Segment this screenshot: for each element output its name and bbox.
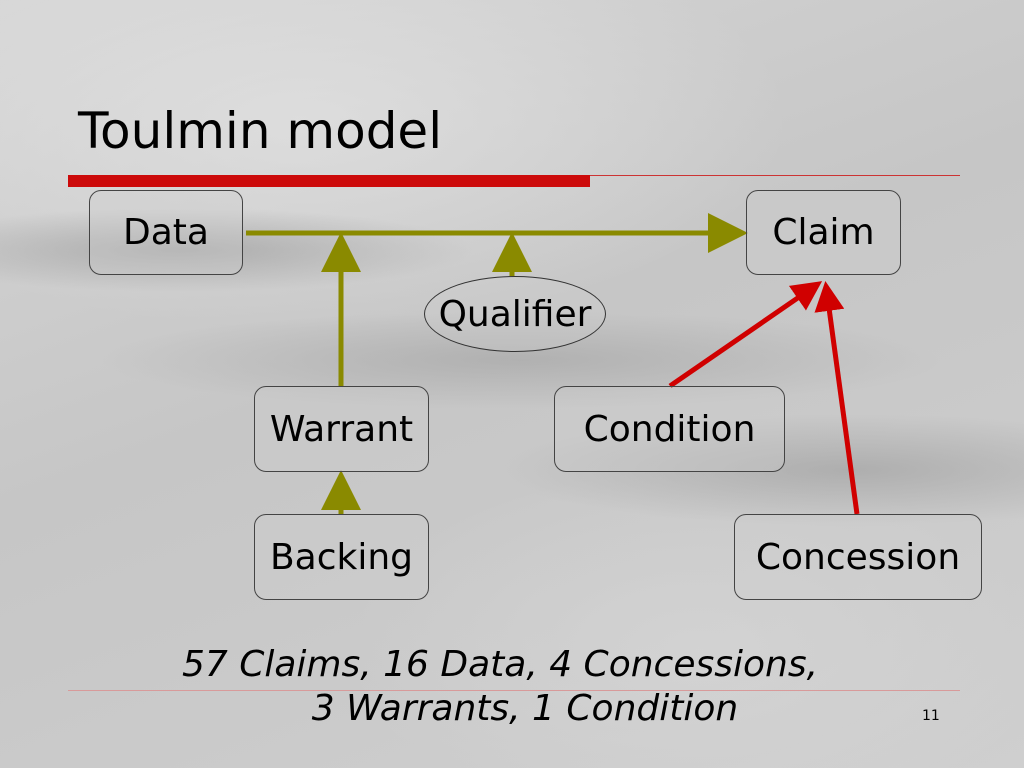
node-warrant: Warrant	[254, 386, 429, 472]
node-backing: Backing	[254, 514, 429, 600]
node-concession: Concession	[734, 514, 982, 600]
page-number: 11	[922, 708, 940, 724]
node-condition: Condition	[554, 386, 785, 472]
arrow-concession-to-claim	[814, 281, 860, 515]
summary-line-2: 3 Warrants, 1 Condition	[311, 688, 739, 729]
footer-rule	[68, 690, 960, 691]
node-claim: Claim	[746, 190, 901, 275]
summary-line-1: 57 Claims, 16 Data, 4 Concessions,	[181, 644, 819, 685]
node-qualifier: Qualifier	[424, 276, 606, 352]
title-rule-thin	[590, 175, 960, 176]
slide-title: Toulmin model	[78, 102, 443, 160]
node-data: Data	[89, 190, 243, 275]
title-rule-thick	[68, 175, 590, 187]
arrow-condition-to-claim	[668, 281, 823, 389]
